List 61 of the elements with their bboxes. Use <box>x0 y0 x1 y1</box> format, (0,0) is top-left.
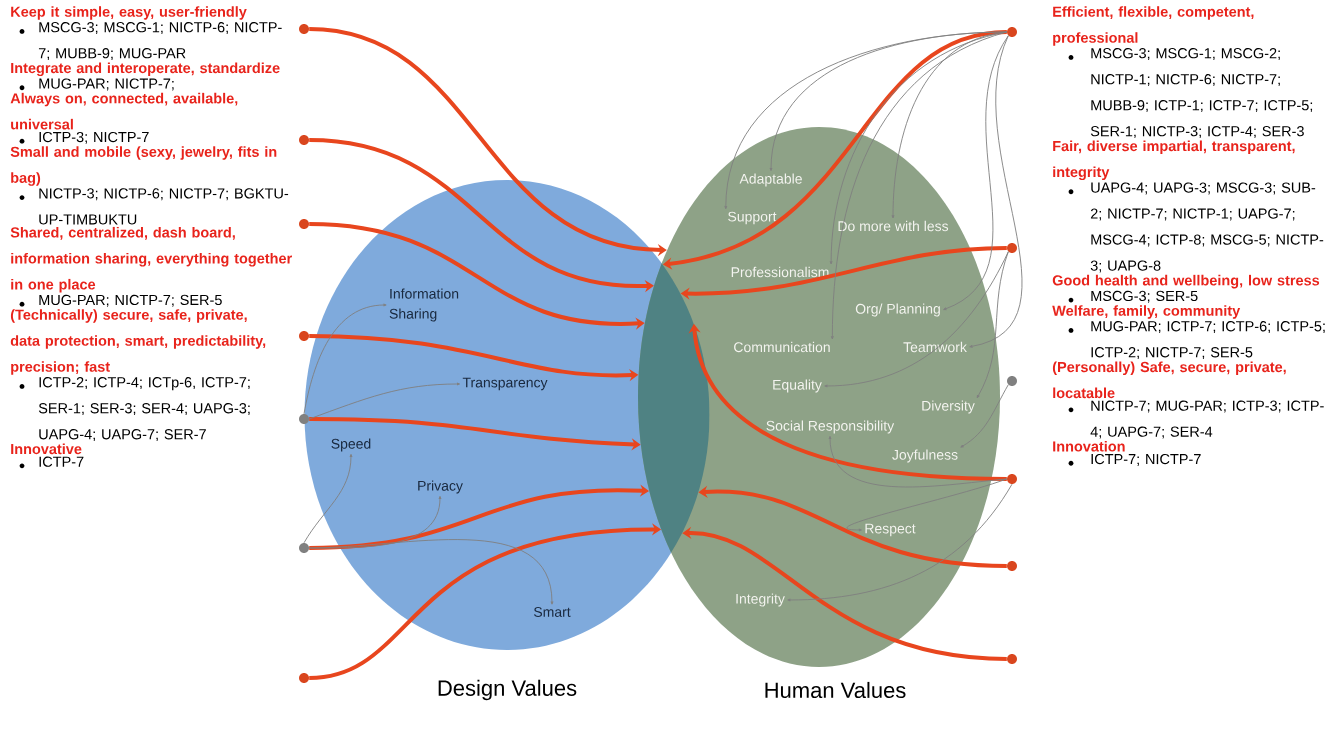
connector-arrow <box>969 35 1023 348</box>
value-word: Adaptable <box>739 173 802 187</box>
value-word: Do more with less <box>838 220 949 232</box>
reference-list: ICTP-7 <box>39 456 84 467</box>
category-heading: Welfare, family, community <box>1052 305 1241 319</box>
reference-list: NICTP-3; NICTP-6; NICTP-7; BGKTU-UP-TIMBUKTU <box>39 188 289 225</box>
reference-list: UAPG-4; UAPG-3; MSCG-3; SUB-2; NICTP-7; NICTP-1; UAPG-7; MSCG-4; ICTP-8; MSCG-5; NICTP-3; UAPG-8 <box>1090 182 1324 273</box>
value-word: Speed <box>331 438 371 452</box>
reference-list: NICTP-7; MUG-PAR; ICTP-3; ICTP-4; UAPG-7; SER-4 <box>1090 400 1324 439</box>
value-word: Social Responsibility <box>766 420 895 434</box>
category-heading: Innovative <box>11 443 82 455</box>
value-word: Communication <box>734 341 830 353</box>
connector-arrow <box>824 251 1009 388</box>
value-word: Integrity <box>736 593 785 607</box>
connector-arrow <box>308 539 554 605</box>
ellipse-title: Design Values <box>438 679 577 701</box>
category-heading: Keep it simple, easy, user-friendly <box>11 6 247 20</box>
value-word: Teamwork <box>903 341 967 353</box>
value-word: Support <box>728 211 777 225</box>
value-word: Org/ Planning <box>855 303 940 317</box>
category-heading: Good health and wellbeing, low stress <box>1052 274 1320 289</box>
connector-arrow <box>828 435 1008 488</box>
ellipse-title: Human Values <box>765 681 906 699</box>
connector-arrow <box>308 382 461 420</box>
category-heading: Shared, centralized, dash board, information sharing, everything together in one place <box>10 226 292 293</box>
reference-list: MUG-PAR; NICTP-7; <box>39 78 174 91</box>
value-word: Joyfulness <box>892 449 958 463</box>
connector-arrow <box>846 478 1008 532</box>
connector-arrow <box>891 31 1008 219</box>
category-heading: Always on, connected, available, universal <box>10 92 238 130</box>
value-word: Smart <box>534 607 571 617</box>
connector-arrow <box>303 303 387 415</box>
value-word: Professionalism <box>731 266 829 278</box>
connector-arrow <box>943 35 1009 311</box>
connector-arrow <box>724 31 1008 210</box>
value-word: Diversity <box>922 400 975 414</box>
connector-arrow <box>830 31 1008 340</box>
category-heading: Efficient, flexible, competent, professional <box>1053 6 1254 46</box>
category-heading: Integrate and interoperate, standardize <box>11 62 280 77</box>
category-heading: Fair, diverse impartial, transparent, integrity <box>1053 140 1295 181</box>
reference-list: ICTP-3; NICTP-7 <box>39 131 149 144</box>
reference-list: MSCG-3; MSCG-1; NICTP-6; NICTP-7; MUBB-9; MUG-PAR <box>38 22 282 61</box>
connector-arrow <box>787 483 1013 602</box>
value-word: Equality <box>773 379 822 393</box>
category-heading: Innovation <box>1053 440 1125 452</box>
reference-list: MSCG-3; MSCG-1; MSCG-2; NICTP-1; NICTP-6; NICTP-7; MUBB-9; ICTP-1; ICTP-7; ICTP-5; SER-1; NICTP-3; ICTP-4; SER-3 <box>1090 48 1313 139</box>
connector-arrow <box>960 384 1009 448</box>
value-word: Information Sharing <box>389 288 459 322</box>
value-word: Privacy <box>418 480 463 494</box>
connector-arrow <box>976 251 1009 399</box>
category-heading: (Technically) secure, safe, private, data protection, smart, predictability, precision; fast <box>10 309 266 375</box>
category-heading: (Personally) Safe, secure, private, locatable <box>1052 361 1286 399</box>
reference-list: MUG-PAR; ICTP-7; ICTP-6; ICTP-5; ICTP-2; NICTP-7; SER-5 <box>1091 321 1325 360</box>
connector-arrow <box>303 453 353 544</box>
value-word: Respect <box>865 523 916 537</box>
value-word: Transparency <box>462 377 548 391</box>
reference-list: MSCG-3; SER-5 <box>1091 290 1198 303</box>
reference-list: ICTP-2; ICTP-4; ICTp-6, ICTP-7; SER-1; SER-3; SER-4; UAPG-3; UAPG-4; UAPG-7; SER-7 <box>38 377 250 442</box>
category-heading: Small and mobile (sexy, jewelry, fits in bag) <box>10 146 277 186</box>
reference-list: ICTP-7; NICTP-7 <box>1091 453 1201 466</box>
reference-list: MUG-PAR; NICTP-7; SER-5 <box>39 294 222 307</box>
